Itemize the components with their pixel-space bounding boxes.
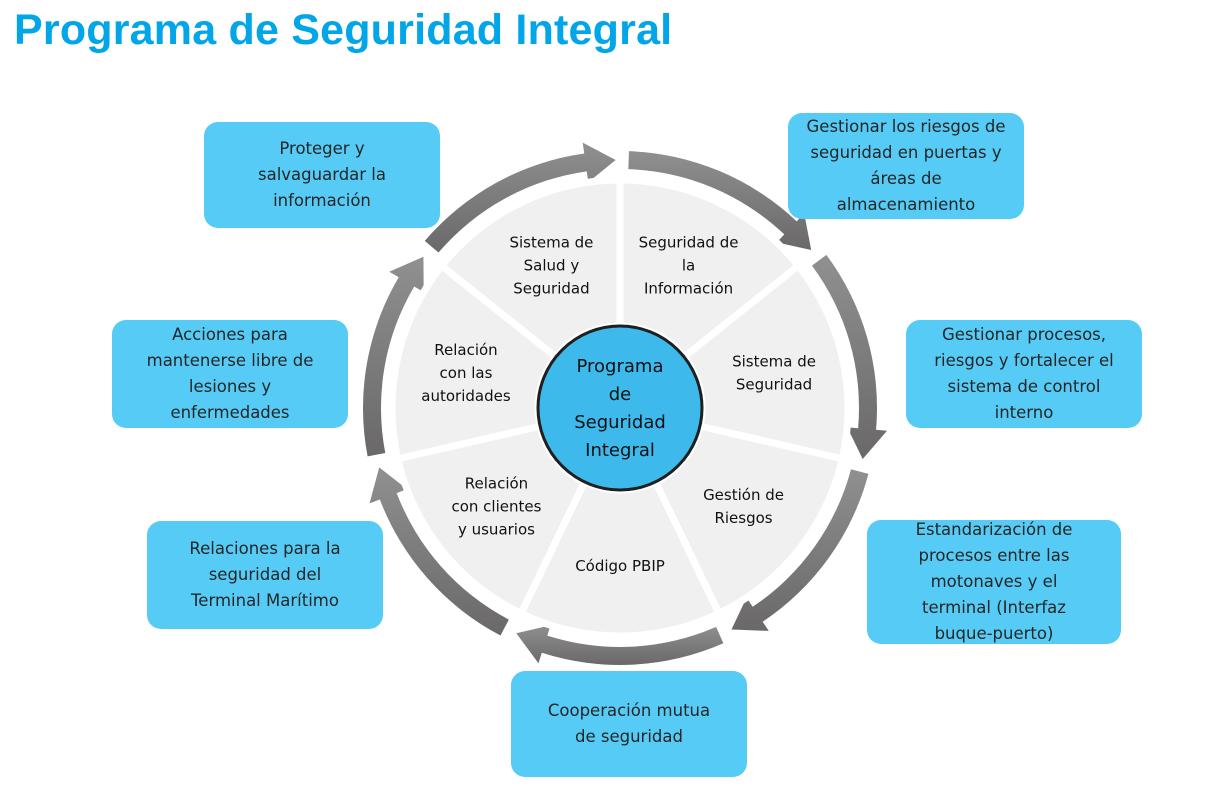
cycle-arrow-3 xyxy=(731,469,869,631)
segment-label-line: con las xyxy=(440,364,493,382)
segment-label-relacion-clientes: Relación con clientes y usuarios xyxy=(451,475,541,539)
cycle-arrows xyxy=(362,142,888,665)
callout-acciones-lesiones: Acciones para mantenerse libre de lesion… xyxy=(112,320,348,428)
segment-label-sistema-seguridad: Sistema de Seguridad xyxy=(732,352,816,393)
cycle-arrow-6 xyxy=(362,256,424,457)
cycle-arrow-1 xyxy=(628,151,812,251)
cycle-arrow-2 xyxy=(811,254,888,459)
cycle-arrow-5 xyxy=(369,467,509,636)
segment-label-line: Seguridad xyxy=(736,375,812,393)
center-label-line: Programa xyxy=(577,356,664,377)
segment-label-line: Código PBIP xyxy=(575,557,665,575)
callout-gestionar-riesgos-puertas: Gestionar los riesgos de seguridad en pu… xyxy=(788,113,1024,219)
segment-label-relacion-autoridades: Relación con las autoridades xyxy=(421,341,511,405)
cycle-arrow-4 xyxy=(516,625,724,665)
segment-label-sistema-salud: Sistema de Salud y Seguridad xyxy=(509,234,593,298)
center-label-line: de xyxy=(609,384,632,405)
callout-cooperacion-mutua: Cooperación mutua de seguridad xyxy=(511,671,747,777)
center-label-line: Seguridad xyxy=(574,412,666,433)
callout-estandarizacion: Estandarización de procesos entre las mo… xyxy=(867,520,1121,644)
segment-label-codigo-pbip: Código PBIP xyxy=(575,557,665,575)
segment-label-line: la xyxy=(682,257,695,275)
segment-label-line: Riesgos xyxy=(714,509,772,527)
segment-label-line: Sistema de xyxy=(509,234,593,252)
center-label-line: Integral xyxy=(585,440,655,461)
segment-label-line: Información xyxy=(644,280,733,298)
center-circle xyxy=(536,324,704,492)
callout-proteger-informacion: Proteger y salvaguardar la información xyxy=(204,122,440,228)
segment-label-line: Salud y xyxy=(524,257,580,275)
segment-label-line: Gestión de xyxy=(703,486,784,504)
callout-gestionar-procesos: Gestionar procesos, riesgos y fortalecer… xyxy=(906,320,1142,428)
segment-label-line: Seguridad de xyxy=(639,234,739,252)
segment-label-line: Sistema de xyxy=(732,352,816,370)
segment-label-line: y usuarios xyxy=(458,521,535,539)
cycle-arrow-7 xyxy=(424,142,616,253)
segment-label-line: Relación xyxy=(434,341,497,359)
segment-label-line: autoridades xyxy=(421,387,511,405)
segment-label-line: con clientes xyxy=(451,498,541,516)
segment-label-line: Seguridad xyxy=(513,280,589,298)
page-title: Programa de Seguridad Integral xyxy=(14,6,673,54)
callout-relaciones-terminal: Relaciones para la seguridad del Termina… xyxy=(147,521,383,629)
segment-label-line: Relación xyxy=(465,475,528,493)
segment-label-gestion-riesgos: Gestión de Riesgos xyxy=(703,486,784,527)
